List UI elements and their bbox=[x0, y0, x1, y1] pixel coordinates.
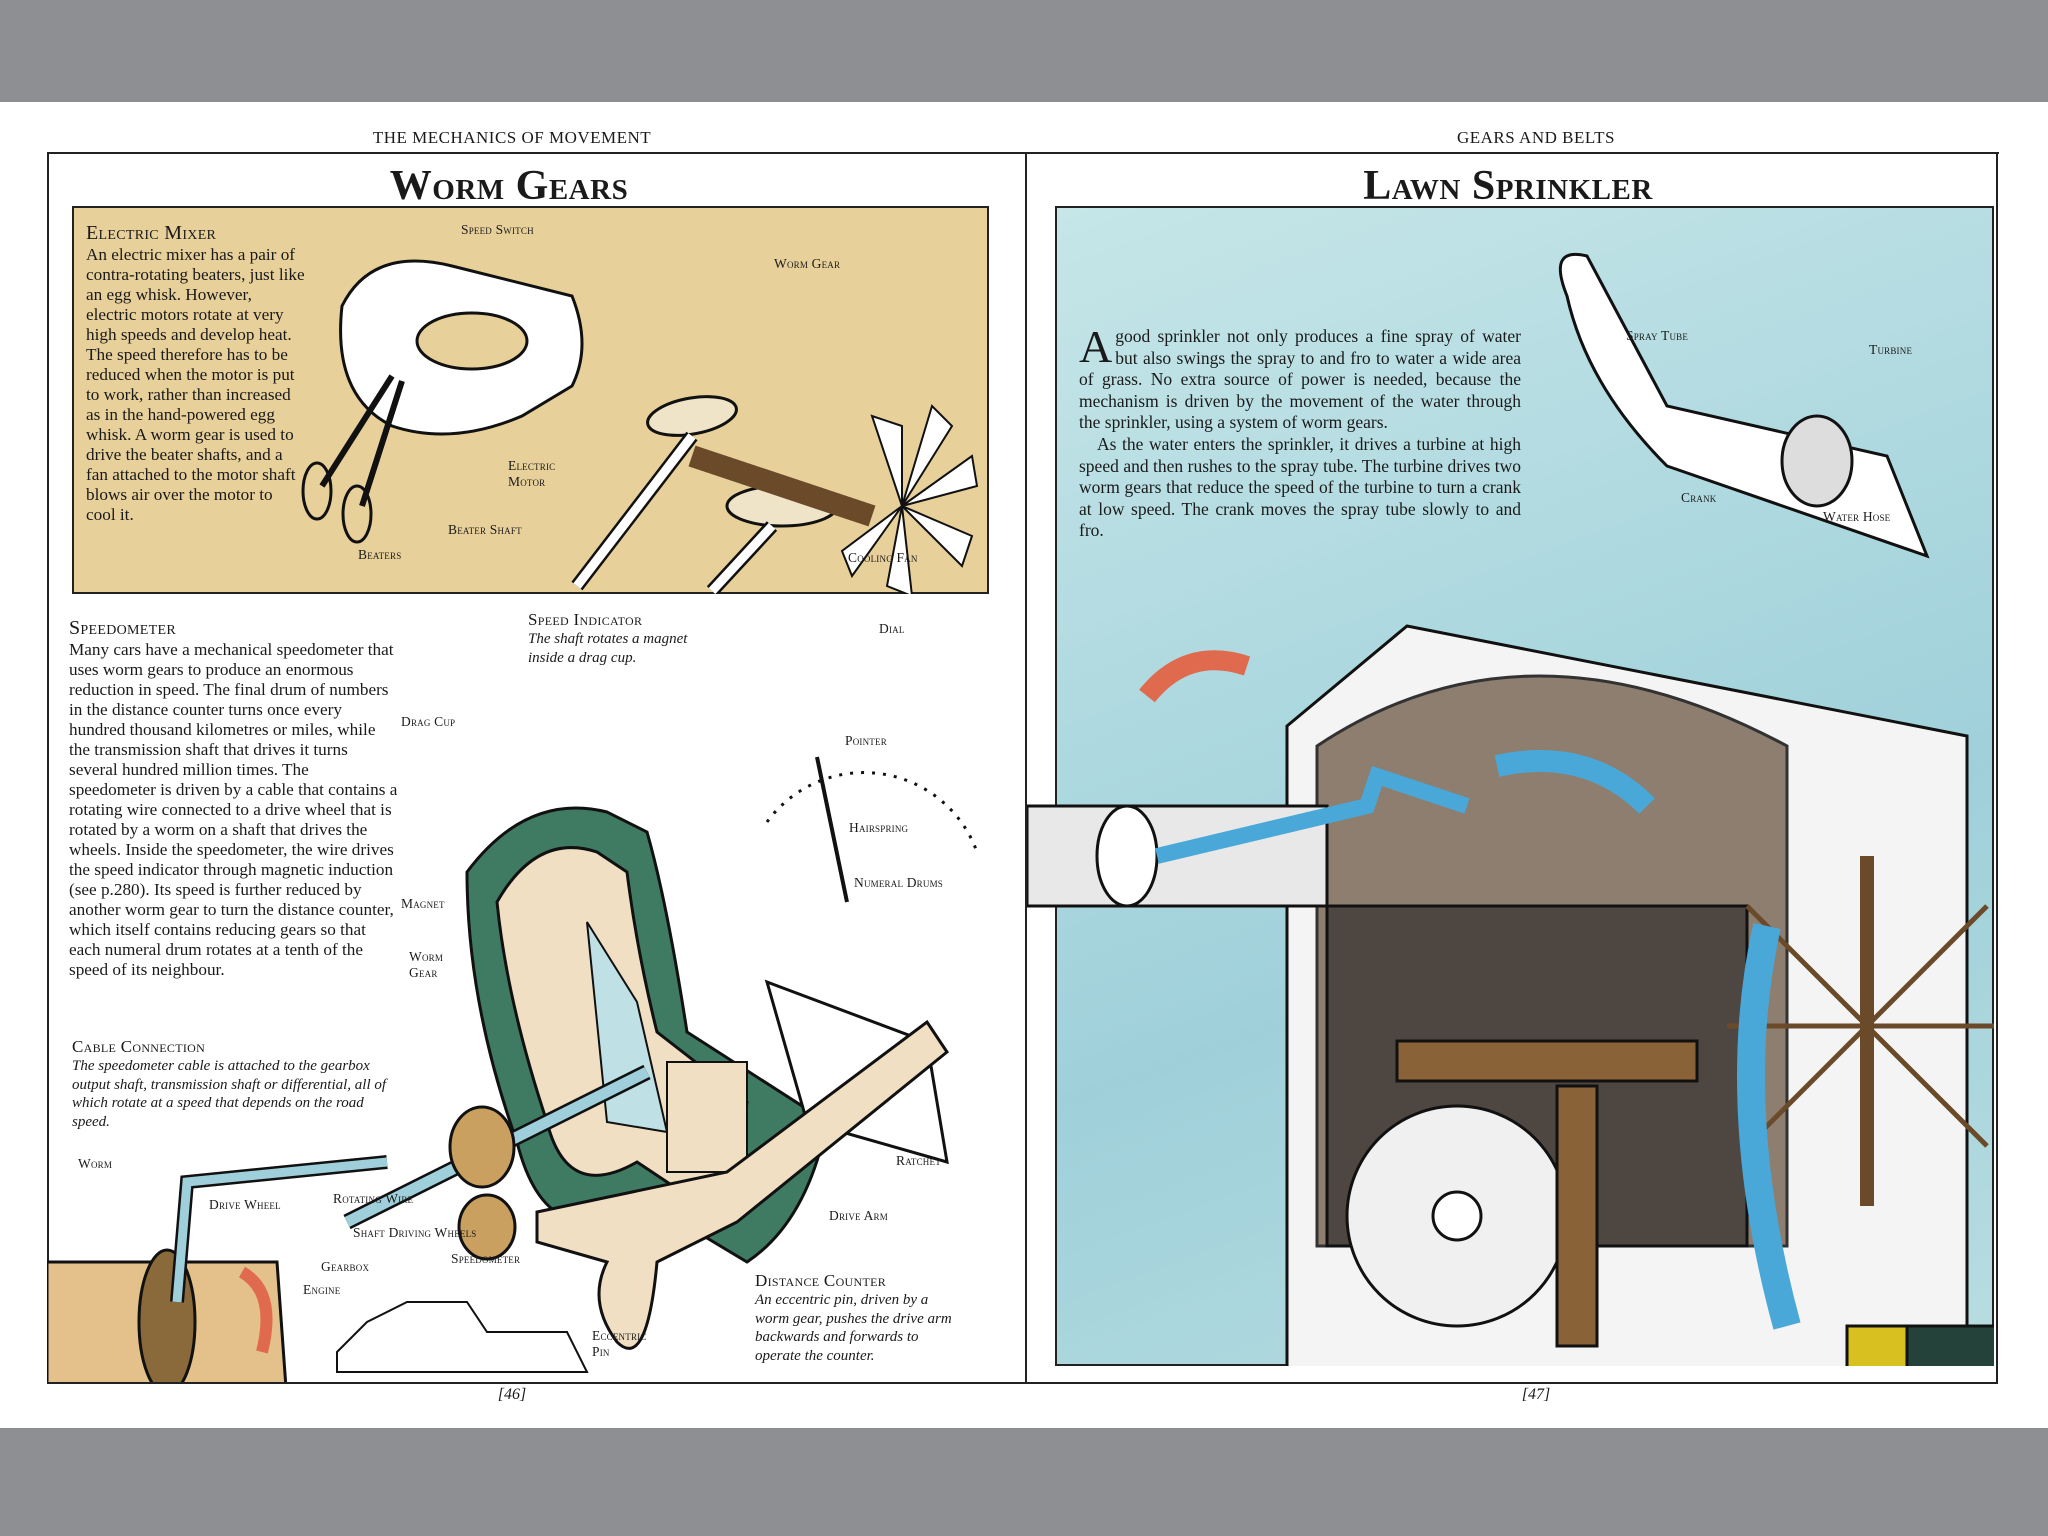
electric-mixer-section: Electric Mixer An electric mixer has a p… bbox=[86, 222, 306, 525]
right-page-frame bbox=[1025, 152, 1998, 1384]
distance-counter-section: Distance Counter An eccentric pin, drive… bbox=[755, 1271, 965, 1365]
speedometer-section: Speedometer Many cars have a mechanical … bbox=[69, 617, 399, 980]
page-number-right: [47] bbox=[1521, 1386, 1551, 1403]
electric-mixer-heading: Electric Mixer bbox=[86, 222, 217, 244]
label-water-hose: Water Hose bbox=[1823, 509, 1891, 524]
label-drive-arm: Drive Arm bbox=[829, 1208, 888, 1223]
label-worm: Worm bbox=[78, 1156, 113, 1171]
label-turbine: Turbine bbox=[1869, 342, 1913, 357]
distance-counter-text: An eccentric pin, driven by a worm gear,… bbox=[755, 1292, 952, 1364]
page-title-lawn-sprinkler: Lawn Sprinkler bbox=[1363, 163, 1653, 209]
speed-indicator-heading: Speed Indicator bbox=[528, 610, 643, 629]
speedometer-heading: Speedometer bbox=[69, 617, 176, 639]
label-shaft-driving-wheels: Shaft Driving Wheels bbox=[353, 1225, 477, 1240]
page-number-left: [46] bbox=[497, 1386, 527, 1403]
label-electric-motor: Electric Motor bbox=[508, 458, 556, 489]
drop-cap: A bbox=[1079, 321, 1113, 372]
label-cooling-fan: Cooling Fan bbox=[848, 550, 918, 565]
running-head-right: GEARS AND BELTS bbox=[1456, 128, 1616, 147]
label-worm-gear-top: Worm Gear bbox=[774, 256, 841, 271]
book-spread: THE MECHANICS OF MOVEMENT GEARS AND BELT… bbox=[0, 102, 2048, 1428]
label-drag-cup: Drag Cup bbox=[401, 714, 456, 729]
cable-connection-text: The speedometer cable is attached to the… bbox=[72, 1058, 387, 1130]
label-worm-gear: Worm Gear bbox=[409, 949, 444, 980]
label-beater-shaft: Beater Shaft bbox=[448, 522, 522, 537]
mixer-illustration bbox=[301, 259, 979, 594]
sprinkler-paragraph-2: As the water enters the sprinkler, it dr… bbox=[1079, 433, 1521, 541]
label-speed-switch: Speed Switch bbox=[461, 222, 534, 237]
label-dial: Dial bbox=[879, 621, 905, 636]
label-gearbox: Gearbox bbox=[321, 1259, 370, 1274]
speedometer-text: Many cars have a mechanical speedometer … bbox=[69, 640, 398, 979]
page-title-worm-gears: Worm Gears bbox=[389, 163, 629, 209]
label-ratchet: Ratchet bbox=[896, 1153, 941, 1168]
running-head-left: THE MECHANICS OF MOVEMENT bbox=[372, 128, 652, 147]
sprinkler-intro: A good sprinkler not only produces a fin… bbox=[1079, 321, 1521, 542]
label-rotating-wire: Rotating Wire bbox=[333, 1191, 414, 1206]
cable-connection-heading: Cable Connection bbox=[72, 1037, 206, 1056]
speedometer-illustration bbox=[47, 756, 979, 1382]
label-numeral-drums: Numeral Drums bbox=[854, 875, 943, 890]
label-pointer: Pointer bbox=[845, 733, 887, 748]
label-hairspring: Hairspring bbox=[849, 820, 909, 835]
sprinkler-illustration bbox=[1027, 253, 1994, 1366]
label-eccentric-pin: Eccentric Pin bbox=[592, 1328, 647, 1359]
label-drive-wheel: Drive Wheel bbox=[209, 1197, 281, 1212]
label-beaters: Beaters bbox=[358, 547, 402, 562]
speed-indicator-section: Speed Indicator The shaft rotates a magn… bbox=[528, 610, 718, 667]
distance-counter-heading: Distance Counter bbox=[755, 1271, 887, 1290]
speed-indicator-text: The shaft rotates a magnet inside a drag… bbox=[528, 631, 688, 666]
label-speedometer: Speedometer bbox=[451, 1251, 521, 1266]
electric-mixer-text: An electric mixer has a pair of contra-r… bbox=[86, 245, 305, 524]
label-crank: Crank bbox=[1681, 490, 1717, 505]
label-spray-tube: Spray Tube bbox=[1626, 328, 1689, 343]
cable-connection-section: Cable Connection The speedometer cable i… bbox=[72, 1037, 392, 1131]
label-engine: Engine bbox=[303, 1282, 341, 1297]
sprinkler-paragraph-1: good sprinkler not only produces a fine … bbox=[1079, 326, 1521, 433]
label-magnet: Magnet bbox=[401, 896, 445, 911]
